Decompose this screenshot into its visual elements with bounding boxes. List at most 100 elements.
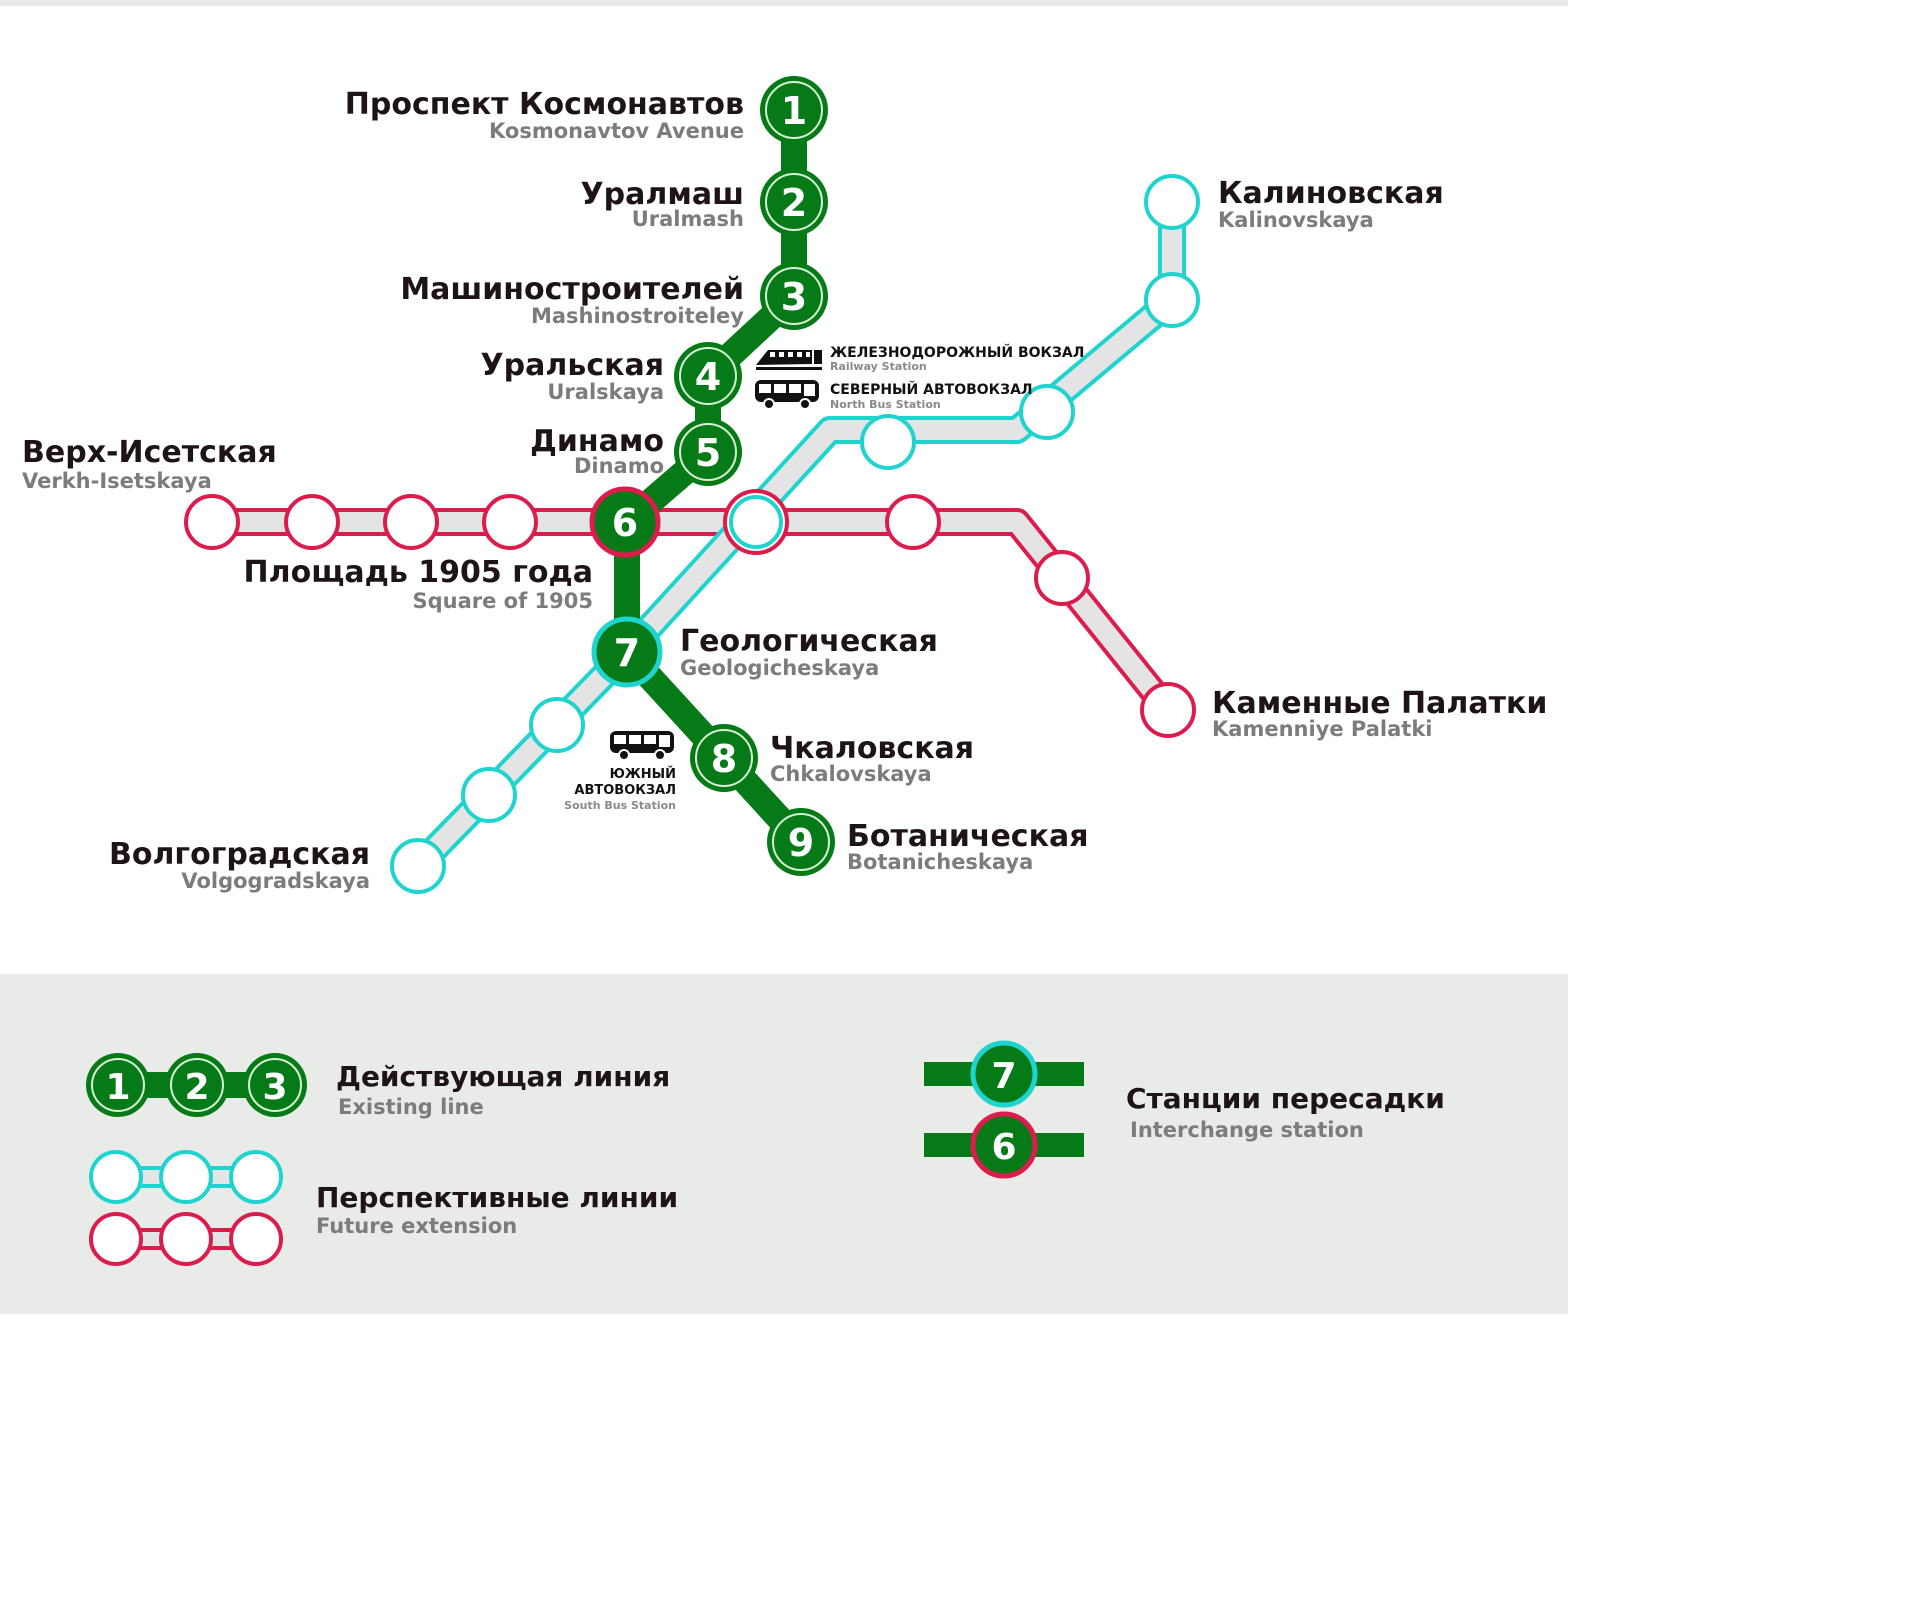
station-volgogradskaya[interactable] (390, 838, 446, 894)
station-future[interactable] (1034, 550, 1090, 606)
svg-text:South Bus Station: South Bus Station (564, 799, 676, 812)
svg-text:1: 1 (105, 1067, 130, 1108)
station-label-en: Kosmonavtov Avenue (489, 119, 744, 143)
station-future[interactable] (1019, 384, 1075, 440)
station-3[interactable]: 3 (760, 262, 828, 330)
legend-station-1: 1 (86, 1053, 150, 1117)
crimson-line (198, 508, 1182, 724)
svg-text:8: 8 (711, 737, 737, 781)
svg-text:1: 1 (781, 89, 807, 133)
station-label: Ботаническая (847, 819, 1088, 854)
station-6[interactable]: 6 (589, 486, 661, 558)
svg-text:3: 3 (262, 1067, 287, 1108)
station-8[interactable]: 8 (690, 724, 758, 792)
svg-text:7: 7 (991, 1056, 1016, 1097)
svg-text:ЮЖНЫЙ: ЮЖНЫЙ (610, 766, 676, 782)
svg-text:6: 6 (612, 501, 638, 545)
svg-text:North Bus Station: North Bus Station (830, 398, 941, 411)
station-kamennye-palatki[interactable] (1140, 682, 1196, 738)
station-label: Калиновская (1218, 176, 1444, 211)
station-future[interactable] (860, 414, 916, 470)
station-label: Машиностроителей (400, 272, 744, 307)
station-label: Каменные Палатки (1212, 686, 1547, 721)
station-7[interactable]: 7 (591, 616, 663, 688)
future-interchange[interactable] (723, 489, 789, 555)
station-2[interactable]: 2 (760, 168, 828, 236)
train-icon (756, 350, 822, 370)
svg-text:2: 2 (184, 1067, 209, 1108)
metro-map: 1 2 3 4 5 (0, 0, 1568, 1314)
svg-text:Действующая линия: Действующая линия (336, 1060, 670, 1093)
station-label: Уральская (481, 348, 664, 383)
station-5[interactable]: 5 (674, 418, 742, 486)
poi-south-bus[interactable]: ЮЖНЫЙ АВТОВОКЗАЛ South Bus Station (564, 730, 676, 812)
station-9[interactable]: 9 (767, 808, 835, 876)
poi-railway[interactable]: ЖЕЛЕЗНОДОРОЖНЫЙ ВОКЗАЛ Railway Station (756, 344, 1084, 373)
legend-interchange-6: 6 (970, 1111, 1038, 1179)
legend-future: Перспективные линии Future extension (89, 1150, 678, 1266)
station-labels: Проспект Космонавтов Kosmonavtov Avenue … (22, 87, 1547, 893)
station-kalinovskaya[interactable] (1144, 174, 1200, 230)
svg-text:АВТОВОКЗАЛ: АВТОВОКЗАЛ (574, 783, 676, 798)
svg-text:4: 4 (695, 355, 721, 399)
svg-text:Перспективные линии: Перспективные линии (316, 1181, 678, 1214)
station-label-en: Verkh-Isetskaya (22, 469, 212, 493)
svg-text:Railway Station: Railway Station (830, 360, 927, 373)
station-future[interactable] (1144, 272, 1200, 328)
crimson-stations (184, 494, 1196, 738)
station-label: Верх-Исетская (22, 435, 277, 470)
svg-text:Interchange station: Interchange station (1130, 1118, 1364, 1142)
legend-interchange: 7 6 Станции пересадки Interchange statio… (924, 1040, 1445, 1179)
station-future[interactable] (284, 494, 340, 550)
station-label: Проспект Космонавтов (345, 87, 744, 122)
station-future[interactable] (482, 494, 538, 550)
legend-station-3: 3 (243, 1053, 307, 1117)
station-4[interactable]: 4 (674, 342, 742, 410)
svg-text:7: 7 (614, 631, 640, 675)
station-label-en: Uralskaya (547, 380, 664, 404)
station-label-en: Chkalovskaya (770, 762, 932, 786)
poi-north-bus[interactable]: СЕВЕРНЫЙ АВТОВОКЗАЛ North Bus Station (754, 379, 1033, 411)
cyan-stations (390, 174, 1200, 894)
svg-text:9: 9 (788, 821, 814, 865)
station-label: Уралмаш (581, 177, 744, 212)
station-label-en: Mashinostroiteley (531, 304, 744, 328)
station-future[interactable] (529, 697, 585, 753)
station-label-en: Kalinovskaya (1218, 208, 1374, 232)
station-verkh-isetskaya[interactable] (184, 494, 240, 550)
svg-text:5: 5 (695, 431, 721, 475)
svg-text:2: 2 (781, 181, 807, 225)
station-label: Динамо (530, 424, 664, 459)
green-stations: 1 2 3 4 5 (589, 76, 835, 876)
legend-crimson-line (89, 1212, 283, 1266)
svg-text:Existing line: Existing line (338, 1095, 484, 1119)
station-label-en: Geologicheskaya (680, 656, 879, 680)
station-label: Площадь 1905 года (244, 555, 593, 590)
svg-text:СЕВЕРНЫЙ АВТОВОКЗАЛ: СЕВЕРНЫЙ АВТОВОКЗАЛ (830, 381, 1033, 398)
legend-existing: 1 2 3 Действующая линия Existing line (86, 1053, 670, 1119)
station-label-en: Square of 1905 (412, 589, 593, 613)
station-future[interactable] (383, 494, 439, 550)
station-label: Геологическая (680, 624, 938, 659)
legend-station-2: 2 (165, 1053, 229, 1117)
svg-text:3: 3 (781, 275, 807, 319)
station-label-en: Kamenniye Palatki (1212, 717, 1432, 741)
bus-icon (609, 730, 675, 761)
station-label-en: Volgogradskaya (181, 869, 370, 893)
station-future[interactable] (461, 767, 517, 823)
top-border (0, 0, 1568, 6)
station-label: Волгоградская (109, 837, 370, 872)
svg-text:6: 6 (991, 1127, 1016, 1168)
station-future[interactable] (885, 494, 941, 550)
legend-cyan-line (89, 1150, 283, 1204)
svg-text:Станции пересадки: Станции пересадки (1126, 1082, 1445, 1115)
legend-interchange-7: 7 (970, 1040, 1038, 1108)
svg-text:Future extension: Future extension (316, 1214, 517, 1238)
svg-text:ЖЕЛЕЗНОДОРОЖНЫЙ ВОКЗАЛ: ЖЕЛЕЗНОДОРОЖНЫЙ ВОКЗАЛ (830, 344, 1084, 361)
station-label-en: Dinamo (574, 454, 664, 478)
map-canvas: 1 2 3 4 5 (22, 76, 1547, 1266)
station-1[interactable]: 1 (760, 76, 828, 144)
station-label-en: Botanicheskaya (847, 850, 1033, 874)
station-label-en: Uralmash (632, 207, 744, 231)
station-label: Чкаловская (770, 731, 974, 766)
